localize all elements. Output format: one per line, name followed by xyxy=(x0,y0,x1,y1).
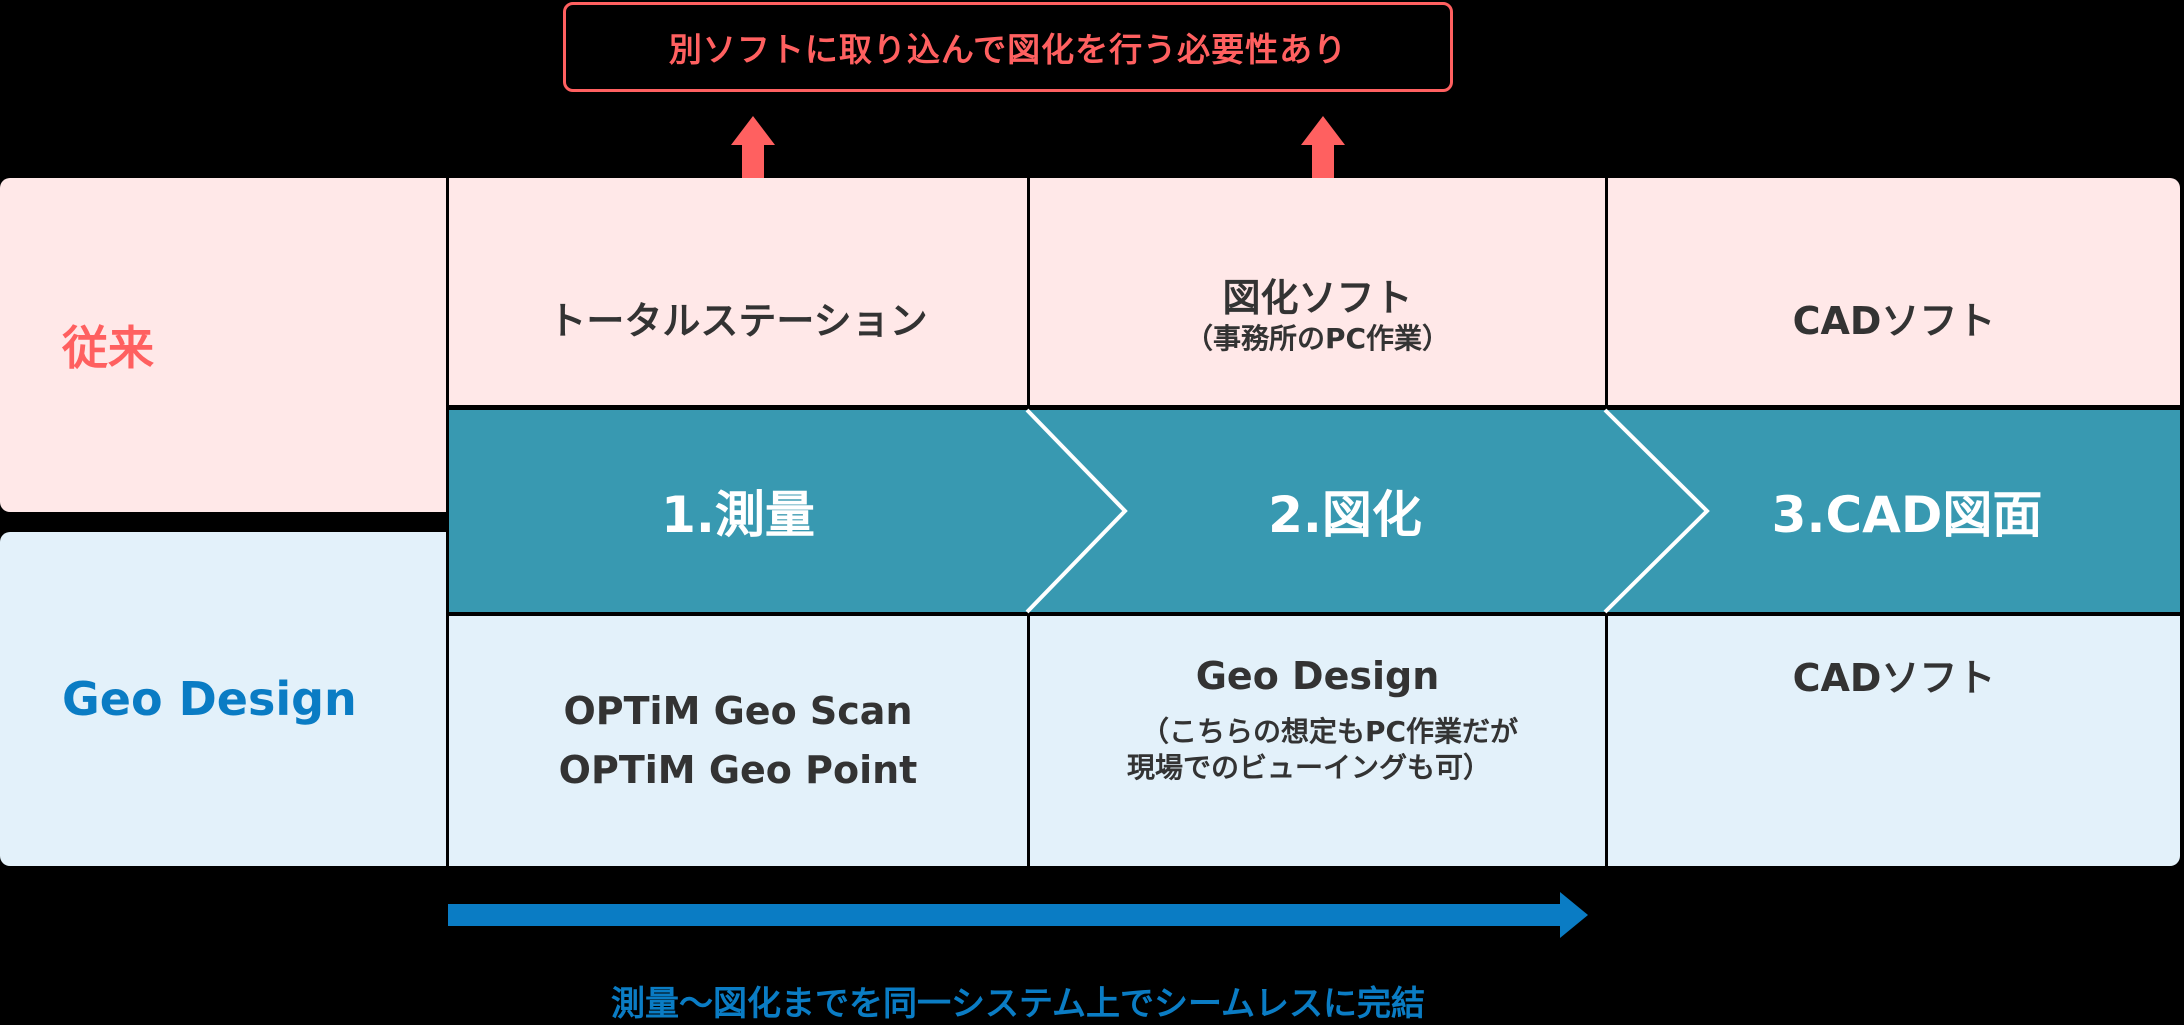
step-plotting: 2.図化 xyxy=(1130,410,1560,612)
row-label-geo-design: Geo Design xyxy=(0,532,446,866)
steps-band xyxy=(449,410,2180,612)
product-name: OPTiM Geo Point xyxy=(558,748,918,792)
right-arrow-icon xyxy=(448,892,1588,938)
caption-text: 測量〜図化までを同一システム上でシームレスに完結 xyxy=(611,984,1425,1024)
cell-title: CADソフト xyxy=(1792,298,1996,343)
cell-subtitle: （事務所のPC作業） xyxy=(1184,322,1451,356)
cell-title: トータルステーション xyxy=(548,298,928,343)
cell-subtitle-line: （こちらの想定もPC作業だが xyxy=(1140,714,1519,748)
row-label-conventional: 従来 xyxy=(0,178,446,512)
step-survey: 1.測量 xyxy=(449,410,1027,612)
geo-design-cell-survey: OPTiM Geo Scan OPTiM Geo Point xyxy=(449,616,1027,866)
step-label: 1.測量 xyxy=(661,486,815,544)
row-label-geo-design-text: Geo Design xyxy=(62,672,357,726)
callout-text: 別ソフトに取り込んで図化を行う必要性あり xyxy=(668,30,1348,69)
step-cad-drawing: 3.CAD図面 xyxy=(1712,410,2102,612)
row-label-conventional-text: 従来 xyxy=(62,321,154,375)
cell-title: CADソフト xyxy=(1792,656,1996,700)
geo-design-cell-cad: CADソフト xyxy=(1608,616,2180,866)
conventional-cell-cad: CADソフト xyxy=(1608,178,2180,405)
product-name: OPTiM Geo Scan xyxy=(563,689,913,734)
chevron-right-icon xyxy=(1025,408,1128,614)
step-label: 2.図化 xyxy=(1268,486,1422,544)
chevron-right-icon xyxy=(1603,408,1710,614)
conventional-cell-plotting: 図化ソフト （事務所のPC作業） xyxy=(1030,178,1605,405)
geo-design-cell-plotting: Geo Design （こちらの想定もPC作業だが 現場でのビューイングも可） xyxy=(1030,616,1605,866)
callout-box: 別ソフトに取り込んで図化を行う必要性あり xyxy=(563,2,1453,92)
step-label: 3.CAD図面 xyxy=(1771,486,2043,544)
cell-title: 図化ソフト xyxy=(1222,275,1413,320)
cell-subtitle-line: 現場でのビューイングも可） xyxy=(1126,750,1491,784)
cell-title: Geo Design xyxy=(1195,654,1440,698)
bottom-caption: 測量〜図化までを同一システム上でシームレスに完結 xyxy=(448,976,1588,1025)
conventional-cell-survey: トータルステーション xyxy=(449,178,1027,405)
